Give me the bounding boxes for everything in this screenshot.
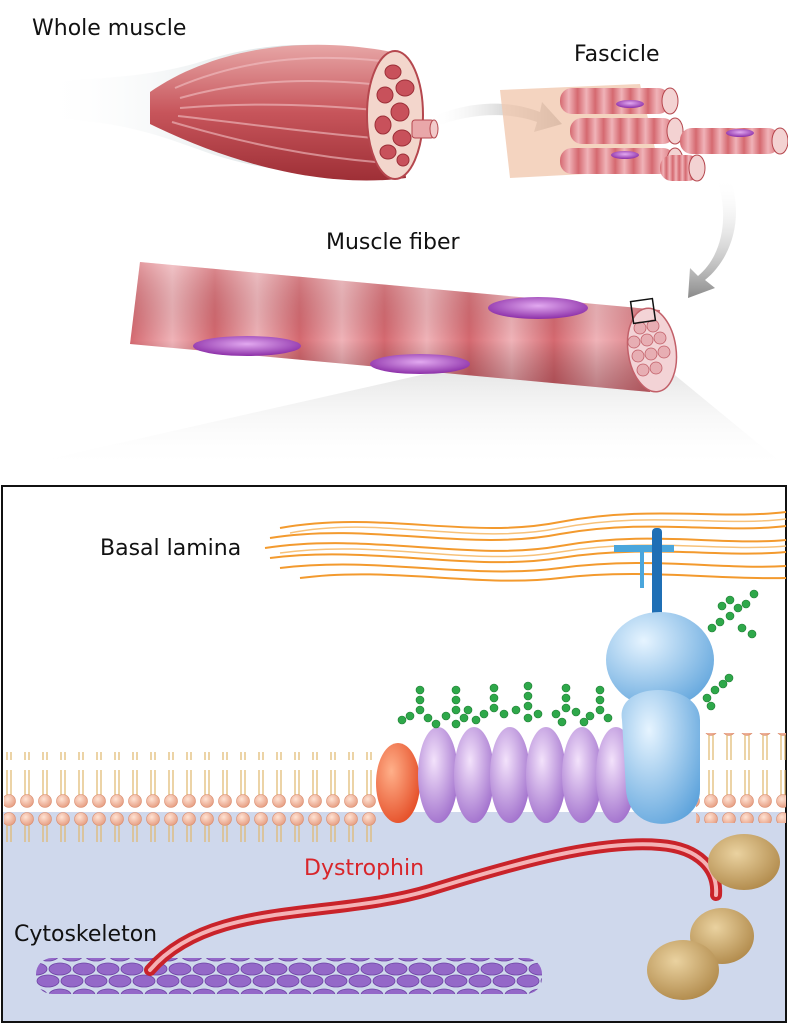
actin-filament [36,958,542,994]
lipid-bilayer-right [696,733,786,823]
dystrophin-label: Dystrophin [304,856,425,881]
fascicle-label: Fascicle [574,42,660,67]
zoom-arrow-icon-2 [688,178,736,298]
whole-muscle-label: Whole muscle [32,16,187,41]
fascicle-illustration [500,84,788,182]
cytoskeleton-label: Cytoskeleton [14,922,158,947]
membrane-panel [1,485,787,1023]
sugar-chains [397,589,759,729]
glycoprotein-complex [418,727,636,823]
basal-lamina-label: Basal lamina [100,536,242,561]
muscle-fiber-label: Muscle fiber [326,230,460,255]
basal-lamina-fibers [264,511,787,582]
selection-box-icon [629,297,657,325]
globular-protein-1 [708,834,780,890]
globular-protein-3 [647,940,719,1000]
lipid-bilayer-left [4,752,380,842]
muscle-fiber-illustration [0,262,788,470]
sarcospan-protein [376,743,420,823]
receptor-complex [606,528,714,824]
whole-muscle-illustration [40,44,439,181]
